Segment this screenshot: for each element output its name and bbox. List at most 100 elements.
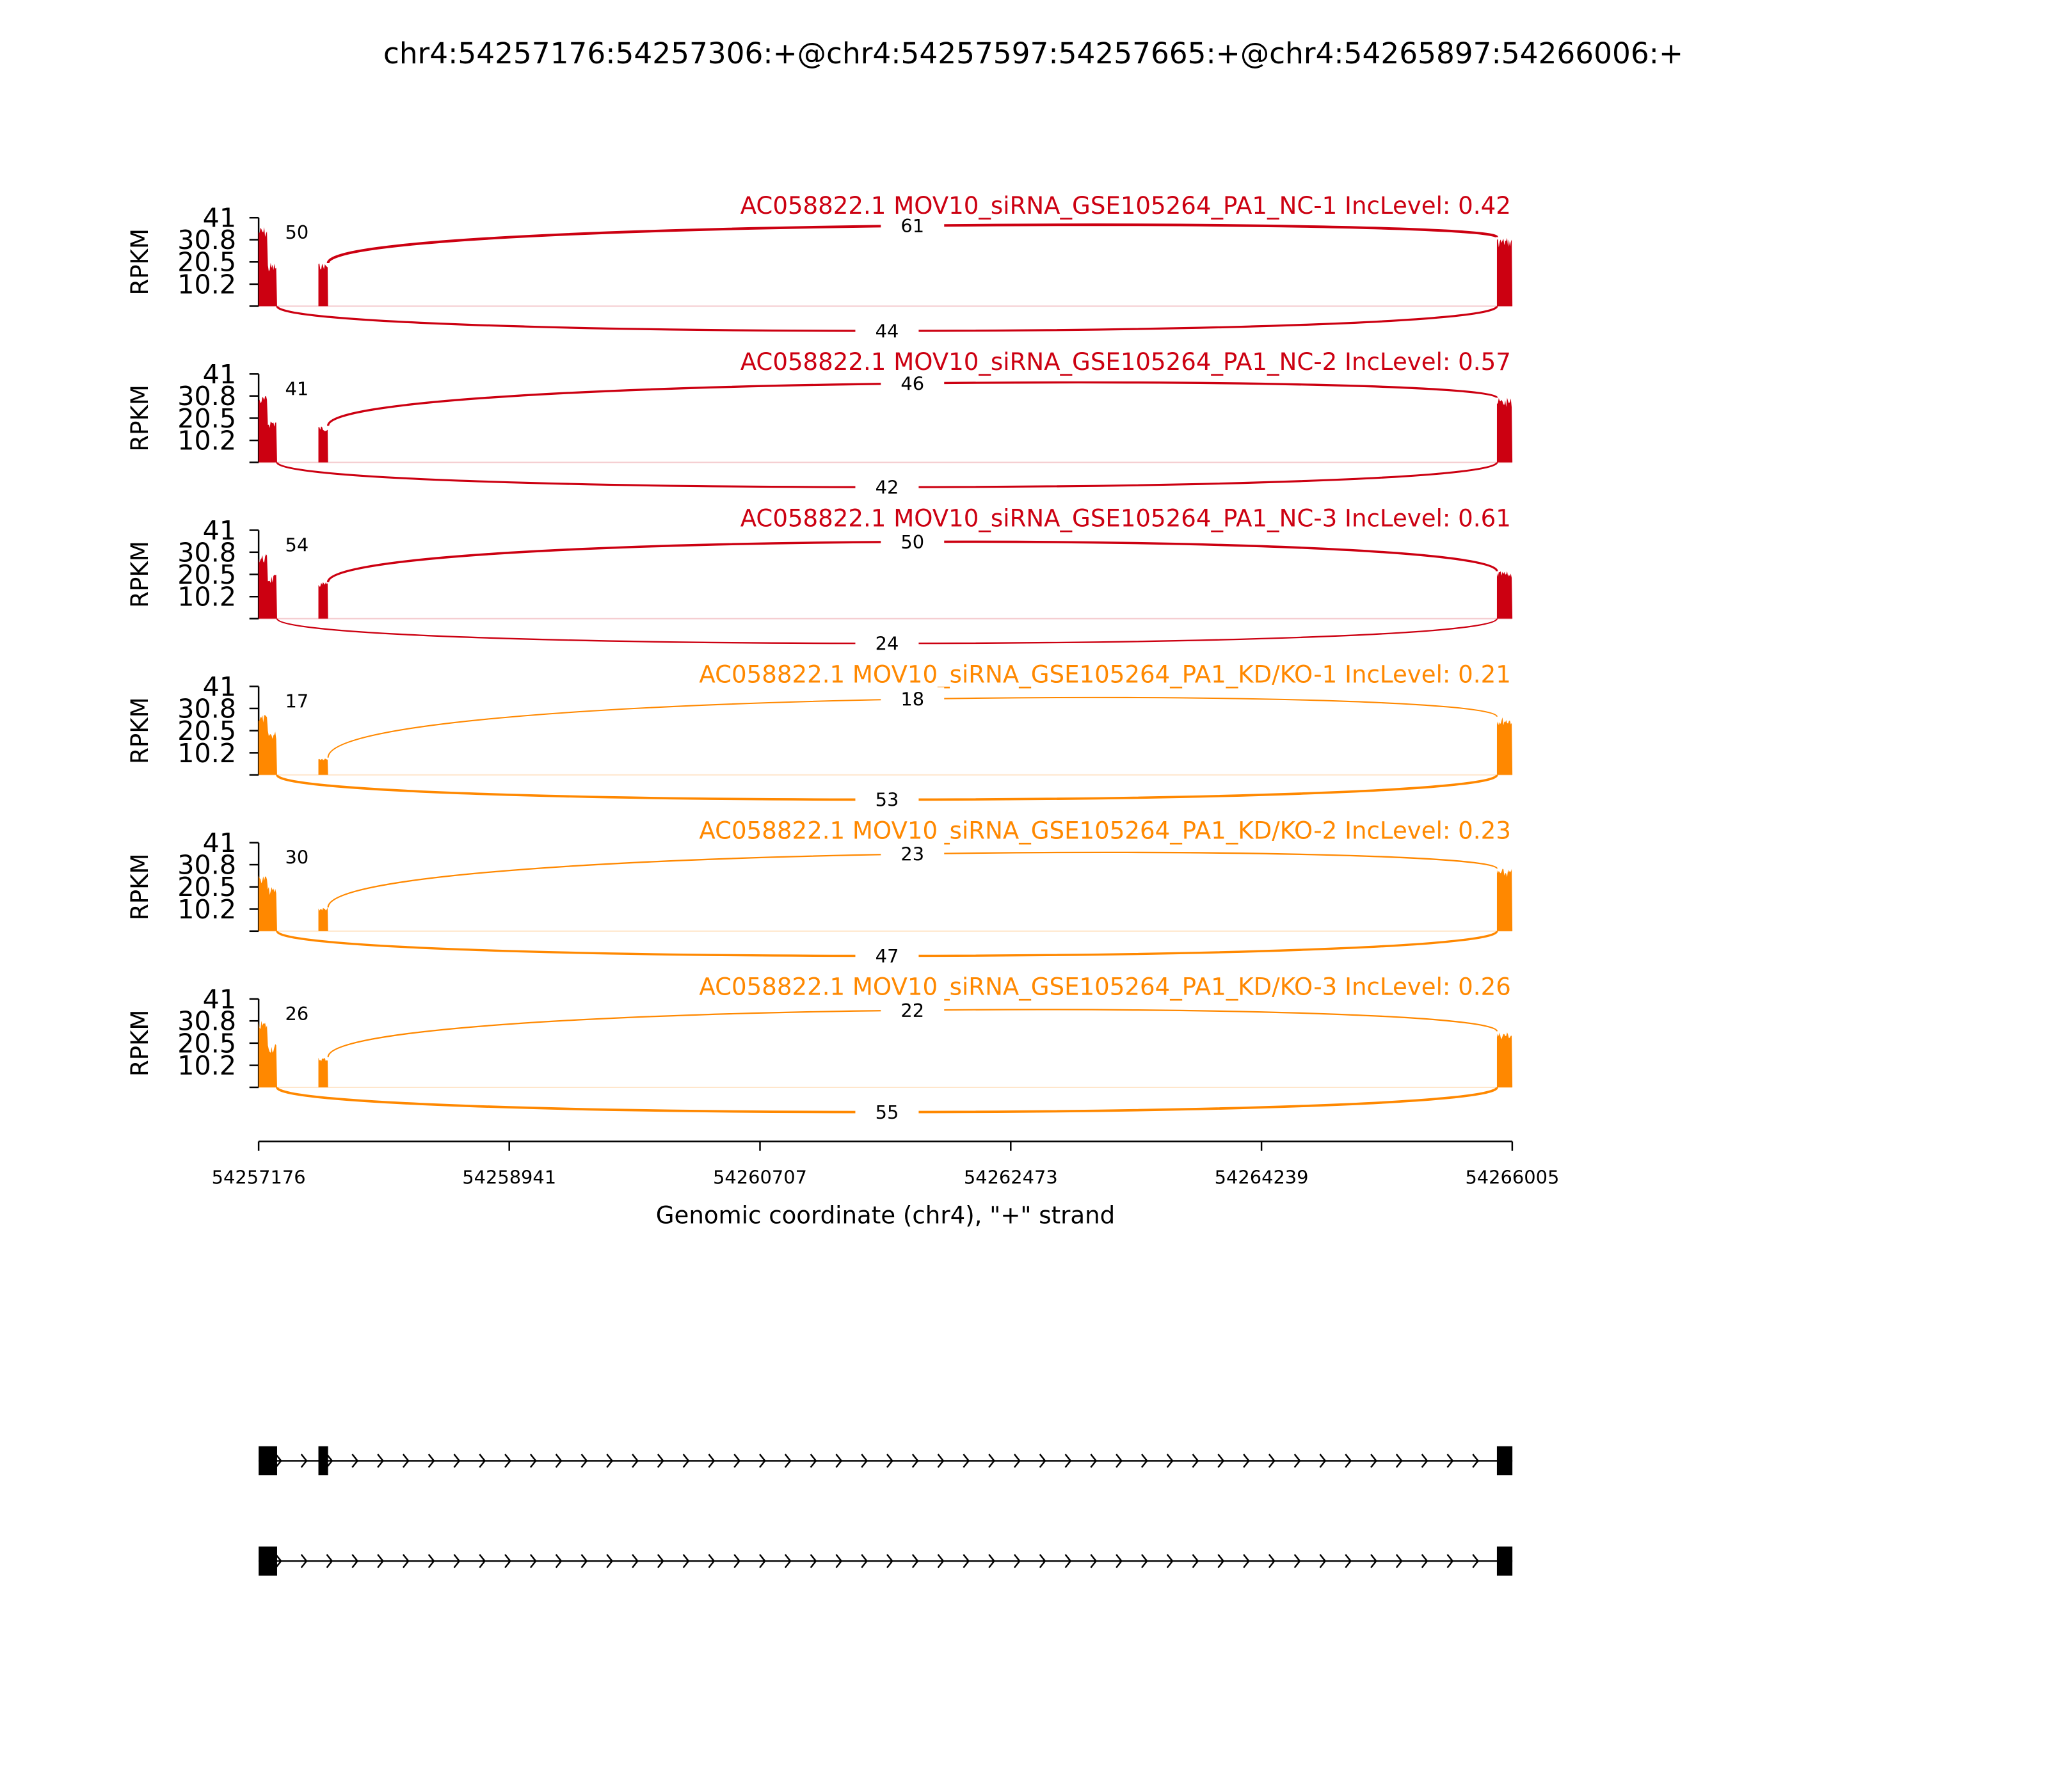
strand-arrow-icon: [886, 1554, 893, 1569]
strand-arrow-icon: [1268, 1453, 1276, 1468]
coverage-exon1: [259, 715, 277, 775]
exon-block: [259, 1446, 277, 1476]
junction-count-e1-e2: 26: [285, 1003, 309, 1025]
strand-arrow-icon: [1319, 1453, 1327, 1468]
strand-arrow-icon: [529, 1453, 537, 1468]
strand-arrow-icon: [428, 1554, 435, 1569]
strand-arrow-icon: [428, 1453, 435, 1468]
strand-arrow-icon: [988, 1554, 995, 1569]
exon-block: [1496, 1546, 1513, 1576]
y-tick-label: 30.8: [177, 1006, 236, 1037]
strand-arrow-icon: [1345, 1554, 1352, 1569]
strand-arrow-icon: [937, 1453, 945, 1468]
strand-arrow-icon: [1472, 1554, 1480, 1569]
y-tick-label: 20.5: [177, 559, 236, 590]
exon-block: [259, 1546, 277, 1576]
junction-count-e1-e2: 41: [285, 378, 309, 399]
y-tick-label: 10.2: [177, 738, 236, 769]
strand-arrow-icon: [632, 1453, 639, 1468]
strand-arrow-icon: [1217, 1453, 1225, 1468]
coverage-exon3: [1496, 1032, 1513, 1087]
strand-arrow-icon: [937, 1554, 945, 1569]
strand-arrow-icon: [708, 1453, 716, 1468]
strand-arrow-icon: [479, 1453, 486, 1468]
chart-title: chr4:54257176:54257306:+@chr4:54257597:5…: [383, 36, 1683, 70]
strand-arrow-icon: [1370, 1554, 1377, 1569]
strand-arrow-icon: [275, 1554, 282, 1569]
junction-count-e2-e3: 23: [900, 844, 924, 865]
sample-label: AC058822.1 MOV10_siRNA_GSE105264_PA1_NC-…: [740, 348, 1511, 376]
strand-arrow-icon: [911, 1554, 919, 1569]
strand-arrow-icon: [555, 1453, 563, 1468]
label-background: [855, 475, 919, 499]
coverage-exon3: [1496, 571, 1513, 619]
junction-count-e1-e3: 53: [876, 789, 899, 811]
strand-arrow-icon: [1421, 1453, 1428, 1468]
x-tick-label: 54266005: [1465, 1166, 1559, 1188]
y-tick-label: 30.8: [177, 693, 236, 724]
y-tick-label: 30.8: [177, 850, 236, 881]
junction-count-e2-e3: 22: [900, 1000, 924, 1021]
strand-arrow-icon: [835, 1453, 843, 1468]
strand-arrow-icon: [326, 1554, 333, 1569]
sample-label: AC058822.1 MOV10_siRNA_GSE105264_PA1_KD/…: [699, 973, 1510, 1001]
coverage-exon3: [1496, 237, 1513, 307]
strand-arrow-icon: [1116, 1453, 1123, 1468]
junction-count-e1-e3: 24: [876, 633, 899, 655]
y-axis-label: RPKM: [126, 697, 154, 764]
junction-count-e2-e3: 18: [900, 689, 924, 710]
strand-arrow-icon: [810, 1554, 817, 1569]
strand-arrow-icon: [657, 1554, 664, 1569]
strand-arrow-icon: [1446, 1554, 1454, 1569]
strand-arrow-icon: [911, 1453, 919, 1468]
y-tick-label: 30.8: [177, 225, 236, 255]
junction-count-e2-e3: 50: [900, 531, 924, 553]
coverage-exon1: [259, 227, 277, 307]
y-tick-label: 41: [203, 828, 236, 858]
strand-arrow-icon: [682, 1554, 690, 1569]
label-background: [881, 371, 945, 396]
y-axis-label: RPKM: [126, 854, 154, 921]
label-background: [881, 842, 945, 866]
strand-arrow-icon: [479, 1554, 486, 1569]
y-tick-label: 41: [203, 203, 236, 234]
strand-arrow-icon: [1243, 1554, 1250, 1569]
x-tick-label: 54264239: [1215, 1166, 1309, 1188]
strand-arrow-icon: [963, 1554, 970, 1569]
coverage-exon2: [318, 426, 328, 463]
label-background: [855, 1100, 919, 1124]
strand-arrow-icon: [1140, 1453, 1148, 1468]
label-background: [881, 530, 945, 554]
y-axis-label: RPKM: [126, 385, 154, 452]
strand-arrow-icon: [733, 1554, 741, 1569]
strand-arrow-icon: [759, 1554, 766, 1569]
strand-arrow-icon: [1446, 1453, 1454, 1468]
y-tick-label: 41: [203, 671, 236, 702]
x-tick-label: 54257176: [212, 1166, 306, 1188]
coverage-exon3: [1496, 868, 1513, 931]
strand-arrow-icon: [351, 1554, 359, 1569]
exon-block: [1496, 1446, 1513, 1476]
strand-arrow-icon: [632, 1554, 639, 1569]
gene-model-track: [259, 1446, 1513, 1576]
strand-arrow-icon: [1064, 1554, 1072, 1569]
strand-arrow-icon: [529, 1554, 537, 1569]
strand-arrow-icon: [1192, 1554, 1199, 1569]
strand-arrow-icon: [1293, 1453, 1301, 1468]
y-axis-label: RPKM: [126, 228, 154, 296]
coverage-exon2: [318, 908, 328, 931]
strand-arrow-icon: [402, 1453, 410, 1468]
strand-arrow-icon: [1140, 1554, 1148, 1569]
strand-arrow-icon: [453, 1453, 461, 1468]
strand-arrow-icon: [733, 1453, 741, 1468]
coverage-exon3: [1496, 717, 1513, 775]
y-tick-label: 41: [203, 359, 236, 390]
strand-arrow-icon: [1395, 1453, 1403, 1468]
strand-arrow-icon: [377, 1453, 384, 1468]
y-axis-label: RPKM: [126, 1010, 154, 1077]
strand-arrow-icon: [784, 1453, 792, 1468]
strand-arrow-icon: [784, 1554, 792, 1569]
y-tick-label: 20.5: [177, 1028, 236, 1059]
x-tick-label: 54258941: [462, 1166, 556, 1188]
